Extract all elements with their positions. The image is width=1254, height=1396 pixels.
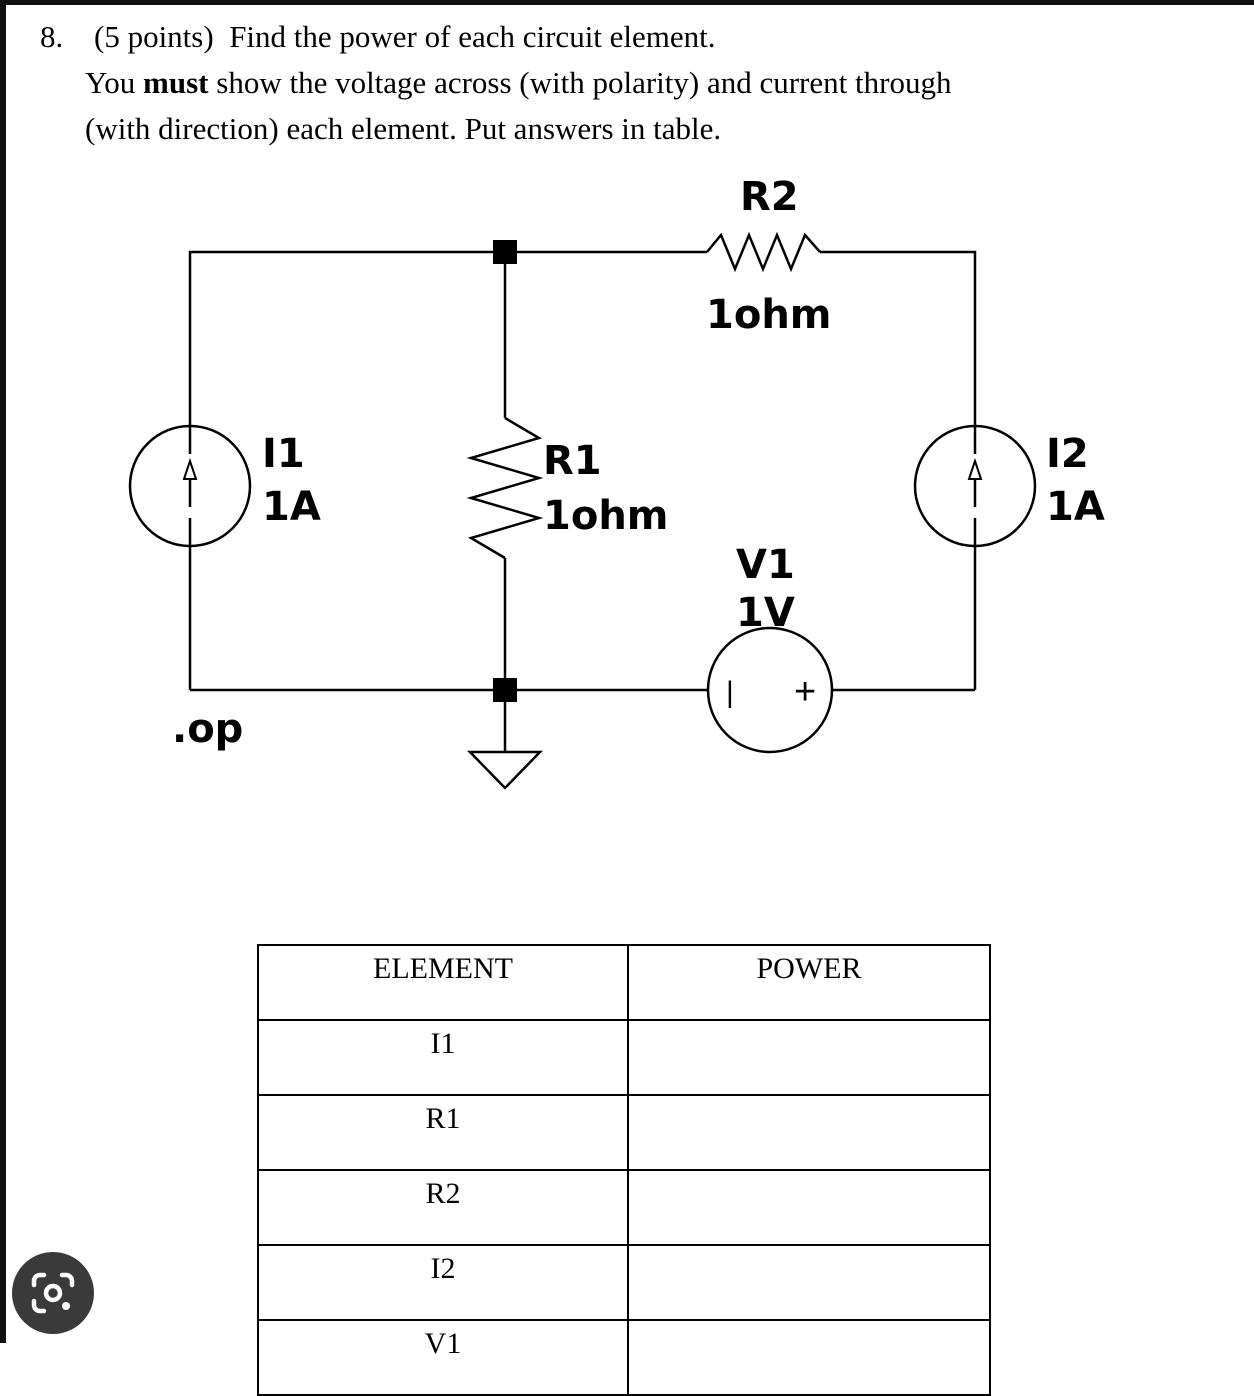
power-header: POWER: [627, 944, 991, 1021]
op-directive: .op: [172, 706, 243, 752]
v1-minus-sign: |: [726, 676, 734, 709]
i1-label: I1: [262, 431, 305, 477]
v1-plus-sign: +: [794, 671, 816, 713]
i2-label: I2: [1046, 431, 1089, 477]
top-border: [0, 0, 1254, 5]
r1-value: 1ohm: [543, 493, 668, 539]
i2-value: 1A: [1046, 484, 1105, 530]
table-header-row: ELEMENT POWER: [257, 944, 991, 1021]
power-cell[interactable]: [627, 1019, 991, 1096]
table-row: I2: [257, 1244, 991, 1321]
i2-arrow-icon: [967, 457, 983, 480]
wire-top-right: [820, 250, 977, 454]
question-points: (5 points): [94, 19, 214, 54]
r1-label: R1: [543, 438, 602, 484]
instruction-emphasis: must: [143, 65, 209, 100]
r2-value: 1ohm: [706, 292, 831, 338]
v1-value: 1V: [736, 590, 795, 636]
power-cell[interactable]: [627, 1319, 991, 1396]
element-cell: I1: [257, 1019, 629, 1096]
i1-source-symbol: [128, 424, 252, 548]
table-row: R1: [257, 1094, 991, 1171]
question-prompt: Find the power of each circuit element.: [229, 19, 716, 54]
instruction-text-line3: (with direction) each element. Put answe…: [85, 111, 722, 146]
instruction-text-end: show the voltage across (with polarity) …: [208, 65, 952, 100]
ground-symbol: [467, 750, 543, 790]
i2-source-symbol: [913, 424, 1037, 548]
instruction-text-start: You: [85, 65, 144, 100]
element-cell: I2: [257, 1244, 629, 1321]
question-number: 8.: [40, 19, 64, 54]
google-lens-button[interactable]: [12, 1252, 94, 1334]
left-border: [0, 0, 6, 1343]
i1-value: 1A: [262, 484, 321, 530]
power-cell[interactable]: [627, 1169, 991, 1246]
table-row: I1: [257, 1019, 991, 1096]
power-cell[interactable]: [627, 1094, 991, 1171]
table-row: V1: [257, 1319, 991, 1396]
element-cell: R1: [257, 1094, 629, 1171]
answer-table: ELEMENT POWER I1 R1 R2 I2 V1: [257, 944, 991, 1396]
circuit-diagram: R2 1ohm R1 1ohm I1 1A I2 1A V1 1V | + .o…: [128, 174, 1105, 790]
v1-source-symbol: [706, 626, 834, 754]
element-cell: R2: [257, 1169, 629, 1246]
question-text: 8. (5 points) Find the power of each circ…: [40, 14, 951, 152]
element-header: ELEMENT: [257, 944, 629, 1021]
node-top-junction: [493, 240, 517, 264]
google-lens-icon: [31, 1272, 75, 1314]
r2-label: R2: [740, 174, 799, 220]
r2-resistor: [706, 231, 821, 273]
i1-arrow-icon: [182, 457, 198, 480]
element-cell: V1: [257, 1319, 629, 1396]
power-cell[interactable]: [627, 1244, 991, 1321]
r1-resistor: [466, 416, 544, 560]
table-row: R2: [257, 1169, 991, 1246]
node-bottom-junction: [493, 678, 517, 702]
wire-top-left: [188, 250, 707, 454]
v1-label: V1: [736, 542, 795, 588]
